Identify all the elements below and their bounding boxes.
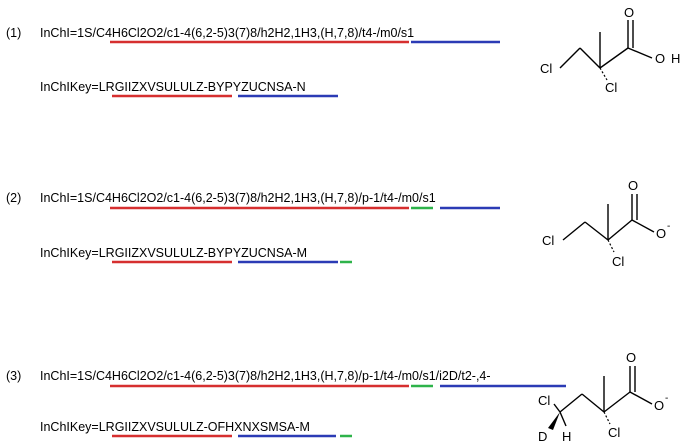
inchikey-string: InChIKey=LRGIIZXVSULULZ-BYPYZUCNSA-M [40, 246, 307, 260]
atom-h: H [671, 51, 680, 66]
molecule-2: Cl Cl O O - [542, 178, 670, 269]
atom-o: O [628, 178, 638, 193]
atom-cl: Cl [605, 80, 617, 95]
atom-cl: Cl [612, 254, 624, 269]
atom-o: O [656, 226, 666, 241]
inchikey-string: InChIKey=LRGIIZXVSULULZ-BYPYZUCNSA-N [40, 80, 306, 94]
charge-minus: - [665, 393, 668, 404]
entry-index: (3) [6, 369, 21, 383]
inchi-string: InChI=1S/C4H6Cl2O2/c1-4(6,2-5)3(7)8/h2H2… [40, 26, 414, 40]
entry-1: (1) InChI=1S/C4H6Cl2O2/c1-4(6,2-5)3(7)8/… [6, 26, 500, 98]
inchikey-string: InChIKey=LRGIIZXVSULULZ-OFHXNXSMSA-M [40, 420, 310, 434]
entry-index: (1) [6, 26, 21, 40]
molecule-1: Cl Cl O O H [540, 5, 680, 95]
atom-o: O [655, 51, 665, 66]
atom-cl: Cl [542, 233, 554, 248]
atom-o: O [654, 398, 664, 413]
atom-d: D [538, 429, 547, 444]
entry-2: (2) InChI=1S/C4H6Cl2O2/c1-4(6,2-5)3(7)8/… [6, 191, 500, 264]
inchi-string: InChI=1S/C4H6Cl2O2/c1-4(6,2-5)3(7)8/h2H2… [40, 191, 436, 205]
atom-o: O [626, 350, 636, 365]
atom-cl: Cl [540, 61, 552, 76]
inchi-string: InChI=1S/C4H6Cl2O2/c1-4(6,2-5)3(7)8/h2H2… [40, 369, 491, 383]
atom-cl: Cl [538, 393, 550, 408]
charge-minus: - [667, 221, 670, 232]
entry-3: (3) InChI=1S/C4H6Cl2O2/c1-4(6,2-5)3(7)8/… [6, 369, 566, 438]
atom-cl: Cl [608, 425, 620, 440]
molecule-3: Cl Cl O O - D H [538, 350, 668, 444]
atom-h: H [562, 429, 571, 444]
entry-index: (2) [6, 191, 21, 205]
atom-o: O [624, 5, 634, 20]
